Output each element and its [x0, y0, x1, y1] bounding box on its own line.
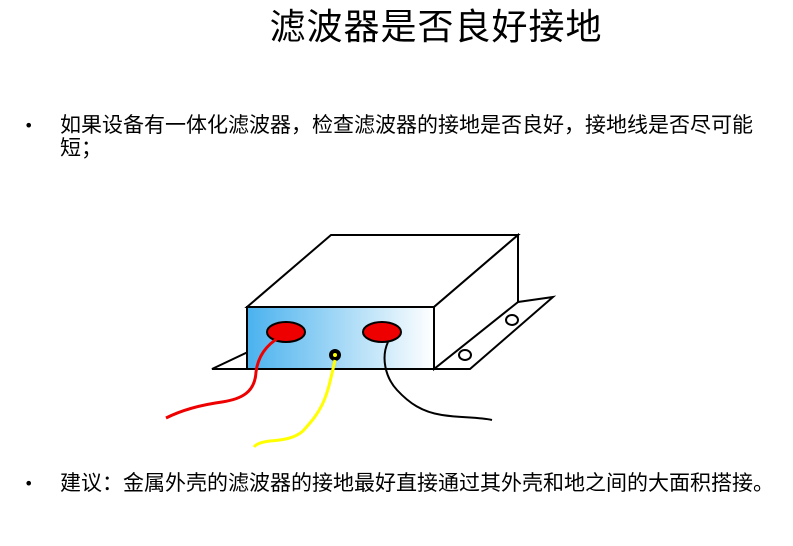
bullet-text: 建议：金属外壳的滤波器的接地最好直接通过其外壳和地之间的大面积搭接。 [60, 471, 774, 495]
wire-right [383, 341, 493, 421]
wire-left [165, 335, 281, 420]
ground-terminal-center [333, 353, 337, 357]
slide-title: 滤波器是否良好接地 [269, 7, 603, 48]
mounting-flange [211, 350, 249, 370]
bullet-item-filter-grounding-check: • 如果设备有一体化滤波器，检查滤波器的接地是否良好，接地线是否尽可能短； [24, 114, 774, 160]
wire-ground [252, 359, 337, 448]
bullet-item-filter-grounding-advice: • 建议：金属外壳的滤波器的接地最好直接通过其外壳和地之间的大面积搭接。 [24, 472, 774, 495]
bullet-symbol: • [24, 116, 34, 135]
mounting-hole [458, 349, 472, 361]
terminal-right [362, 321, 402, 343]
bullet-symbol: • [24, 474, 34, 493]
bullet-text: 如果设备有一体化滤波器，检查滤波器的接地是否良好，接地线是否尽可能短； [60, 113, 753, 160]
mounting-hole [505, 314, 519, 326]
terminal-left [266, 321, 306, 343]
